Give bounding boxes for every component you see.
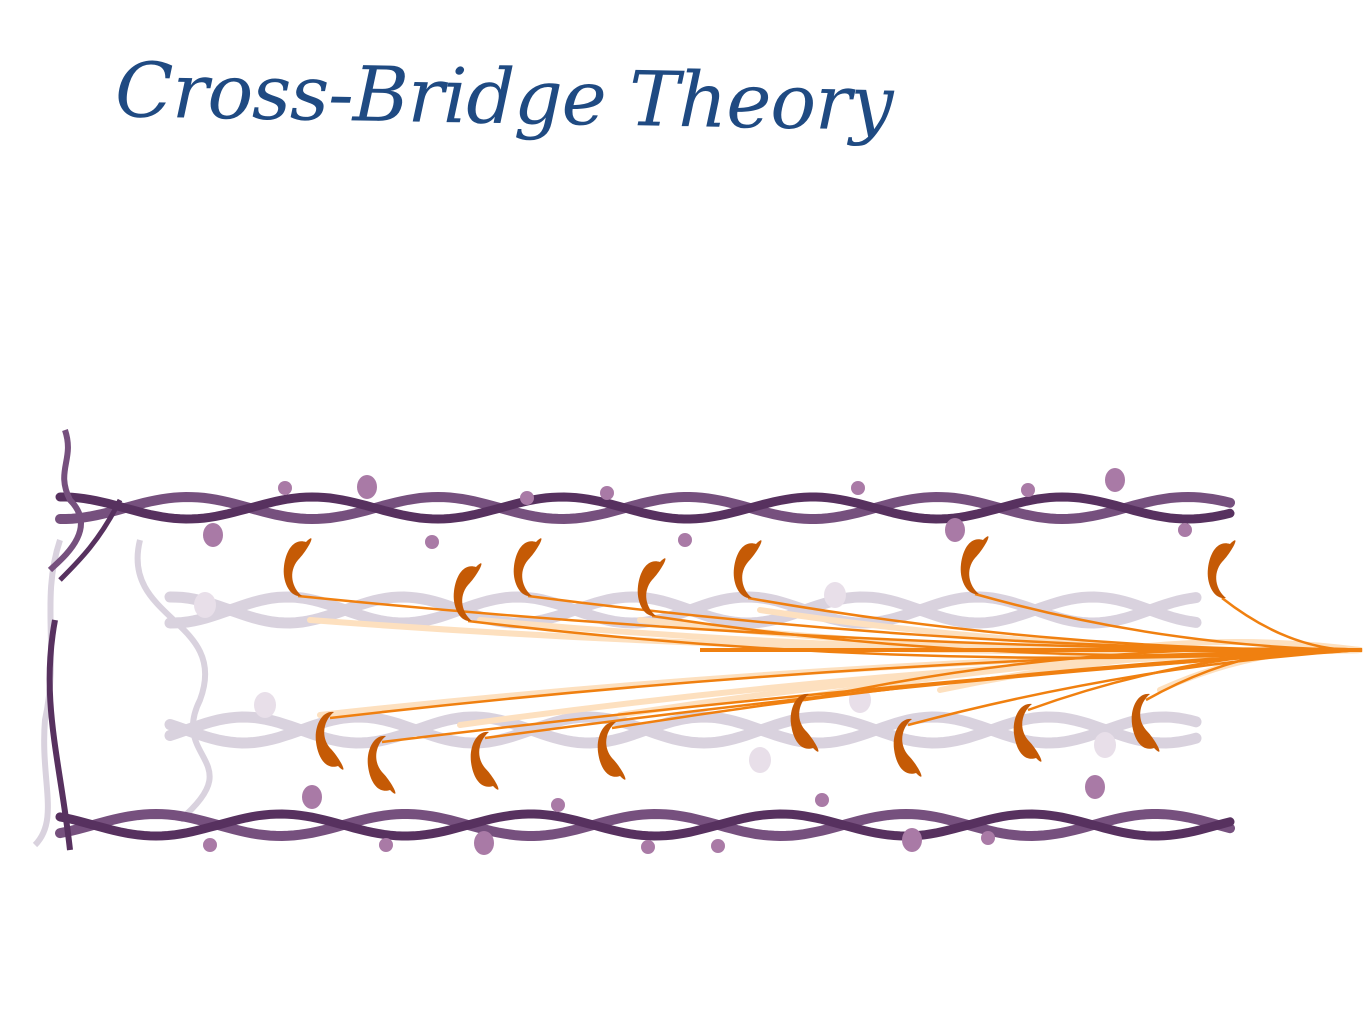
troponin-dot <box>425 535 439 549</box>
troponin-dot <box>520 491 534 505</box>
myosin-head <box>597 721 626 780</box>
myosin-head <box>315 711 344 770</box>
actin-filament-bottom <box>55 808 1235 842</box>
myosin-tail <box>329 648 1361 720</box>
troponin-dot <box>203 523 223 547</box>
myosin-head <box>470 731 499 790</box>
z-line-faint <box>134 539 213 823</box>
myosin-head <box>453 563 482 622</box>
myosin-head <box>893 718 922 777</box>
troponin-dot <box>711 839 725 853</box>
troponin-faint <box>824 582 846 608</box>
myosin-head <box>1207 540 1236 599</box>
myosin-head <box>960 536 989 595</box>
myosin-head <box>733 540 762 599</box>
troponin-dot <box>902 828 922 852</box>
myosin-head <box>513 538 542 597</box>
troponin-dot <box>678 533 692 547</box>
troponin-dot <box>641 840 655 854</box>
troponin-dot <box>203 838 217 852</box>
troponin-dot <box>1021 483 1035 497</box>
myosin-tail <box>907 648 1361 727</box>
z-line <box>58 498 123 582</box>
myosin-head <box>283 538 312 597</box>
troponin-dot <box>474 831 494 855</box>
actin-filament-faint <box>164 711 1202 749</box>
z-line <box>47 429 84 573</box>
myosin-head <box>790 693 819 752</box>
troponin-dot <box>981 831 995 845</box>
actin-filament-bottom <box>55 809 1235 841</box>
troponin-dot <box>1085 775 1105 799</box>
myosin-head <box>367 735 396 794</box>
troponin-dot <box>278 481 292 495</box>
troponin-faint <box>254 692 276 718</box>
troponin-dot <box>1105 468 1125 492</box>
troponin-dot <box>815 793 829 807</box>
troponin-dot <box>600 486 614 500</box>
troponin-dot <box>302 785 322 809</box>
myosin-head <box>637 558 666 617</box>
z-line-faint <box>32 539 63 848</box>
actin-filament-top <box>55 492 1235 524</box>
troponin-dot <box>379 838 393 852</box>
z-line <box>46 619 73 851</box>
troponin-faint <box>1094 732 1116 758</box>
troponin-dot <box>551 798 565 812</box>
troponin-dot <box>357 475 377 499</box>
troponin-dot <box>851 481 865 495</box>
troponin-faint <box>749 747 771 773</box>
troponin-dot <box>945 518 965 542</box>
diagram-title: Cross-Bridge Theory <box>114 45 894 148</box>
myosin-head <box>1131 693 1160 752</box>
troponin-dot <box>1178 523 1192 537</box>
troponin-faint <box>194 592 216 618</box>
myosin-head <box>1013 703 1042 762</box>
